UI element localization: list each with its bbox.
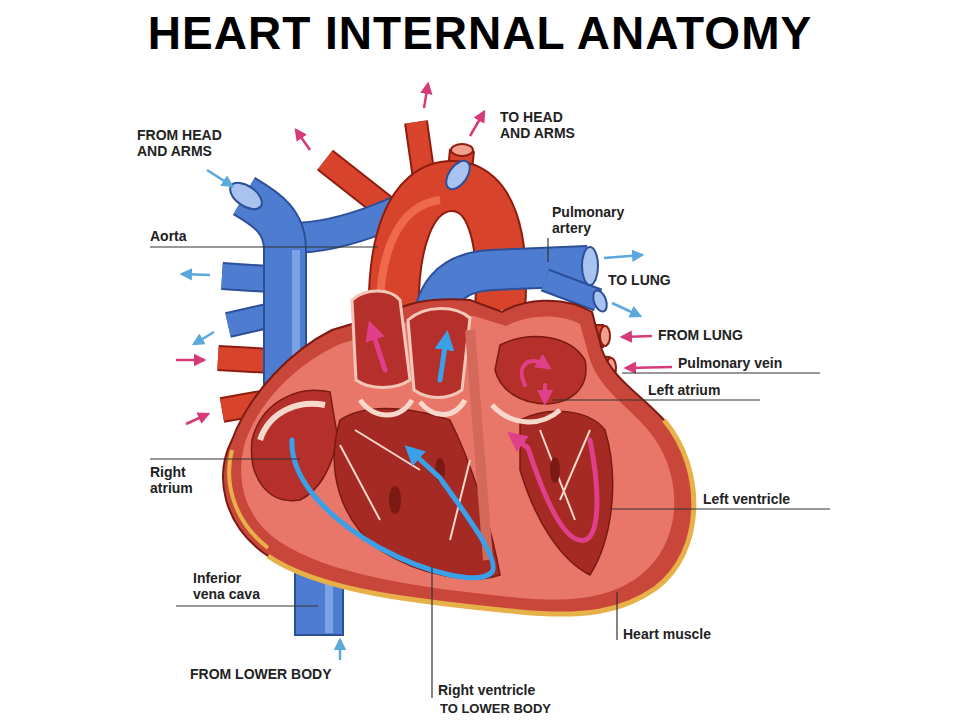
part-label: Pulmonary artery <box>552 204 638 236</box>
direction-arrow <box>424 84 428 108</box>
part-label: Left ventricle <box>703 491 790 507</box>
vessel-opening <box>441 157 474 194</box>
leader-line <box>176 605 318 606</box>
vessel-opening <box>600 326 610 346</box>
papillary-muscle <box>389 486 401 514</box>
direction-arrow <box>176 359 204 362</box>
direction-arrow <box>622 336 652 337</box>
part-label: FROM LUNG <box>658 327 743 343</box>
direction-arrow <box>604 255 642 258</box>
part-label: Left atrium <box>648 382 720 398</box>
direction-arrow <box>339 640 342 660</box>
leader-line <box>622 372 820 373</box>
valve-tissue <box>260 404 325 440</box>
direction-arrow <box>194 332 214 344</box>
heart-body <box>223 299 694 614</box>
vessel-opening <box>591 289 610 314</box>
part-label: Aorta <box>150 228 187 244</box>
direction-arrow <box>612 303 640 316</box>
part-label: Pulmonary vein <box>678 355 782 371</box>
part-label: FROM HEAD AND ARMS <box>137 127 237 159</box>
vessel-opening <box>582 247 598 285</box>
part-label: TO LUNG <box>608 272 671 288</box>
direction-arrow <box>626 367 672 368</box>
leader-line <box>616 592 617 640</box>
vessel-opening <box>451 144 473 156</box>
blood-flow-arrow <box>515 438 597 540</box>
diagram-title: HEART INTERNAL ANATOMY <box>0 6 960 60</box>
part-label: Inferior vena cava <box>193 570 275 602</box>
direction-arrow <box>186 414 208 424</box>
leader-line <box>612 508 830 509</box>
leader-line <box>150 458 300 459</box>
leader-line <box>547 238 548 262</box>
part-label: Heart muscle <box>623 626 711 642</box>
right-atrium-cavity <box>251 390 338 500</box>
aorta-cutaway <box>352 291 410 388</box>
part-label: Right atrium <box>150 464 208 496</box>
direction-arrow <box>470 112 484 136</box>
blood-flow-arrow <box>522 361 545 385</box>
part-label: FROM LOWER BODY <box>190 666 332 682</box>
chordae <box>340 430 470 540</box>
part-label: TO HEAD AND ARMS <box>500 109 588 141</box>
flow-arrows <box>292 330 597 578</box>
blood-flow-arrow <box>372 330 385 370</box>
direction-arrow <box>296 130 310 150</box>
pulmonary-cutaway <box>408 308 470 397</box>
chambers <box>251 291 612 579</box>
leader-lines <box>150 238 830 698</box>
papillary-muscle <box>550 457 560 483</box>
left-atrium-cavity <box>495 337 586 404</box>
part-label: TO LOWER BODY <box>440 701 551 717</box>
direction-arrow <box>182 274 210 275</box>
blood-flow-arrow <box>292 440 493 578</box>
direction-arrow <box>207 170 232 186</box>
valve-tissue <box>360 400 412 415</box>
leader-line <box>150 246 378 247</box>
blood-flow-arrow <box>440 340 446 380</box>
chordae <box>540 430 590 520</box>
direction-arrows <box>176 84 672 660</box>
leader-line <box>431 566 432 698</box>
leader-line <box>552 399 760 400</box>
valve-tissue <box>492 405 560 422</box>
valve-tissue <box>420 400 465 415</box>
vessel-opening <box>226 177 267 214</box>
part-label: Right ventricle <box>438 682 535 698</box>
blood-flow-arrow <box>543 385 547 398</box>
